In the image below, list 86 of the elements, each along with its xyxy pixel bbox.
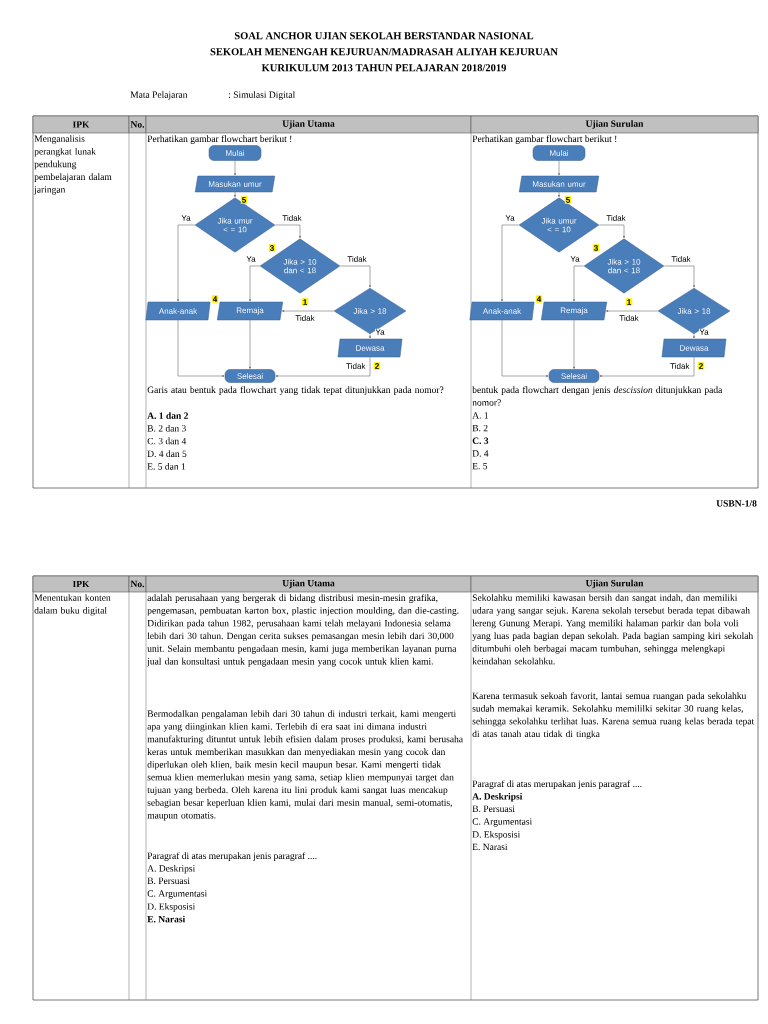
arrow	[369, 333, 371, 339]
arrow	[249, 265, 260, 302]
answer-option: B. Persuasi	[147, 877, 190, 885]
arrow	[177, 320, 225, 377]
edge-label: Tidak	[345, 362, 366, 370]
page-number: USBN-1/8	[716, 500, 757, 507]
passage-text: Karena termasuk sekoah favorit, lantai semua ruangan pada sekolahku sudah memakai keramik. Sekolahku memililki sekitar 30 ruang kelas, sehingga sekolahku terlihat luas. Karena semua ruang kelas berada tepat di atas tanah atau tidak di tingka	[472, 692, 755, 740]
edge-label: Tidak	[346, 255, 368, 263]
answer-option: A. Deskripsi	[472, 792, 523, 802]
answer-option: E. 5 dan 1	[147, 463, 186, 470]
answer-option: E. Narasi	[472, 843, 508, 851]
edge-label: Tidak	[671, 255, 692, 263]
arrow	[282, 310, 334, 312]
callout-number: 4	[535, 295, 543, 303]
answer-option: D. Eksposisi	[472, 831, 521, 840]
edge-label: Tidak	[619, 314, 640, 322]
arrow	[573, 265, 584, 302]
header-cell: Ujian Surulan	[470, 115, 759, 134]
passage-text: Bermodalkan pengalaman lebih dari 30 tahun di industri terkait, kami mengerti apa yang diinginkan klien kami. Terlebih di era saat ini dimana industri manufakturing dituntut untuk lebih efisien dalam proses produksi, kami berusaha keras untuk memberikan masukkan dan menyediakan mesin yang cocok dan diperlukan oleh klien, baik mesin kecil maupun besar. Kami mengerti tidak semua klien memerlukan mesin yang sama, setiap klien mempunyai target dan tujuan yang berbeda. Oleh karena itu lini produk kami sangat luas mencakup sebagian besar keperluan klien kami, mulai dari mesin manual, semi-otomatis, maupun otomatis.	[147, 710, 463, 821]
edge-label: Tidak	[669, 362, 690, 370]
heading: KURIKULUM 2013 TAHUN PELAJARAN 2018/2019	[261, 64, 506, 72]
callout-number: 4	[211, 295, 219, 303]
answer-option: E. Narasi	[147, 915, 186, 923]
answer-option: C. Argumentasi	[147, 890, 207, 899]
arrow	[234, 192, 236, 198]
question-text: Paragraf di atas merupakan jenis paragraf ....	[472, 780, 642, 789]
callout-number: 2	[373, 362, 381, 370]
edge-label: Ya	[181, 214, 191, 222]
arrow	[664, 265, 695, 288]
callout-number: 3	[268, 244, 276, 252]
arrow	[558, 160, 560, 176]
answer-option: B. 2	[472, 424, 488, 432]
arrow	[599, 357, 695, 377]
arrow	[275, 224, 301, 239]
arrow	[177, 224, 195, 302]
arrow	[340, 265, 371, 288]
subject-label: Mata Pelajaran	[130, 91, 188, 100]
arrow	[599, 224, 625, 239]
heading: SOAL ANCHOR UJIAN SEKOLAH BERSTANDAR NASIONAL	[234, 32, 534, 40]
answer-option: A. Deskripsi	[147, 864, 196, 874]
answer-option: A. 1 dan 2	[147, 412, 188, 419]
answer-option: B. 2 dan 3	[147, 424, 186, 432]
question-text: bentuk pada flowchart dengan jenis descission ditunjukkan pada nomor?	[472, 386, 723, 406]
callout-number: 1	[625, 298, 633, 306]
arrow	[234, 160, 236, 176]
instruction-text: Perhatikan gambar flowchart berikut !	[472, 135, 617, 144]
answer-option: C. 3	[472, 437, 489, 445]
arrow	[501, 224, 519, 302]
edge-label: Tidak	[294, 314, 316, 322]
heading: SEKOLAH MENENGAH KEJURUAN/MADRASAH ALIYAH KEJURUAN	[210, 48, 558, 56]
question-text: Paragraf di atas merupakan jenis paragraf ....	[147, 852, 317, 861]
answer-option: E. 5	[472, 463, 488, 470]
answer-option: B. Persuasi	[472, 805, 515, 813]
edge-label: Tidak	[281, 214, 303, 222]
header-cell: Ujian Surulan	[470, 575, 759, 593]
question-text: Garis atau bentuk pada flowchart yang tidak tepat ditunjukkan pada nomor?	[147, 386, 444, 395]
callout-number: 5	[240, 196, 248, 204]
answer-option: C. Argumentasi	[472, 818, 532, 827]
edge-label: Ya	[570, 255, 580, 263]
arrow	[606, 310, 658, 312]
callout-number: 1	[301, 298, 309, 306]
edge-label: Ya	[246, 255, 256, 263]
arrow	[558, 192, 560, 198]
arrow	[573, 320, 575, 369]
passage-text: adalah perusahaan yang bergerak di bidang distribusi mesin-mesin grafika, pengemasan, pembuatan karton box, plastic injection moulding, dan die-casting. Didirikan pada tahun 1982, perusahaan kami telah melayani Indonesia selama lebih dari 30 tahun. Dengan cerita sukses pemasangan mesin lebih dari 30,000 unit. Selain membantu pengadaan mesin, kami juga memberikan layanan purna jual dan konsultasi untuk pengadaan mesin yang cocok untuk klien kami.	[146, 594, 459, 667]
callout-number: 2	[697, 362, 705, 370]
callout-number: 3	[592, 244, 600, 252]
arrow	[249, 320, 251, 369]
answer-option: D. 4	[472, 450, 489, 457]
competency-text: Menentukan konten dalam buku digital	[34, 594, 111, 616]
answer-option: D. Eksposisi	[147, 903, 196, 912]
edge-label: Ya	[375, 328, 385, 336]
arrow	[693, 333, 695, 339]
callout-number: 5	[564, 196, 572, 204]
edge-label: Tidak	[606, 214, 627, 222]
arrow	[275, 357, 371, 377]
instruction-text: Perhatikan gambar flowchart berikut !	[147, 135, 292, 144]
subject-value: : Simulasi Digital	[228, 91, 296, 100]
answer-option: C. 3 dan 4	[147, 437, 187, 445]
passage-text: Sekolahku memiliki kawasan bersih dan sangat indah, dan memiliki udara yang sangar sejuk. Karena sekolah tersebut berada tepat dibawah lereng Gunung Merapi. Yang memiliki halaman parkir dan bola voli yang luas pada bagian depan sekolah. Pada bagian samping kiri sekolah ditumbuhi oleh berbagai macam tumbuhan, sehingga melengkapi keindahan sekolahku.	[472, 594, 754, 665]
answer-option: D. 4 dan 5	[147, 450, 187, 458]
edge-label: Ya	[699, 328, 709, 336]
arrow	[501, 320, 549, 377]
answer-option: A. 1	[472, 412, 488, 419]
edge-label: Ya	[505, 214, 515, 222]
competency-text: Menganalisis perangkat lunak pendukung pembelajaran dalam jaringan	[33, 135, 112, 195]
